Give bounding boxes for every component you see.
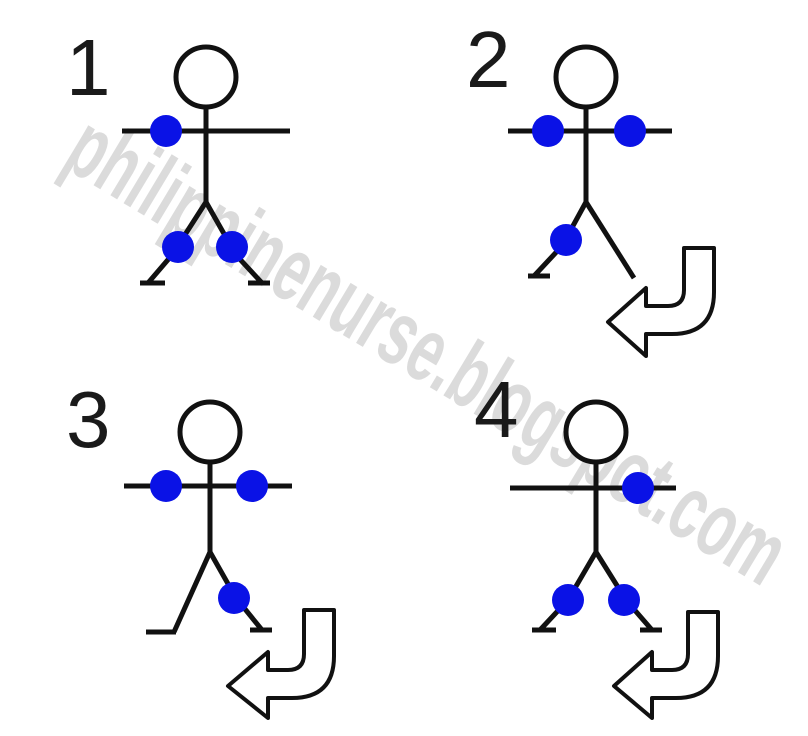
curved-arrow-icon xyxy=(614,612,718,718)
figure-3 xyxy=(124,402,334,718)
right-leg-line xyxy=(586,202,634,278)
left-leg-dot xyxy=(552,584,584,616)
right-leg-dot xyxy=(608,584,640,616)
left-leg-dot xyxy=(162,231,194,263)
right-arm-dot xyxy=(622,472,654,504)
figure-2 xyxy=(508,47,714,356)
right-arm-dot xyxy=(614,115,646,147)
head-icon xyxy=(180,402,240,462)
figure-4 xyxy=(510,402,718,718)
left-leg-dot xyxy=(550,224,582,256)
head-icon xyxy=(176,47,236,107)
head-icon xyxy=(556,47,616,107)
figure-1 xyxy=(122,47,290,283)
left-arm-dot xyxy=(532,115,564,147)
curved-arrow-icon xyxy=(228,610,334,718)
right-leg-dot xyxy=(216,231,248,263)
left-arm-dot xyxy=(150,470,182,502)
right-arm-dot xyxy=(236,470,268,502)
head-icon xyxy=(566,402,626,462)
left-arm-dot xyxy=(150,115,182,147)
left-leg-line xyxy=(174,552,210,632)
right-leg-dot xyxy=(218,582,250,614)
